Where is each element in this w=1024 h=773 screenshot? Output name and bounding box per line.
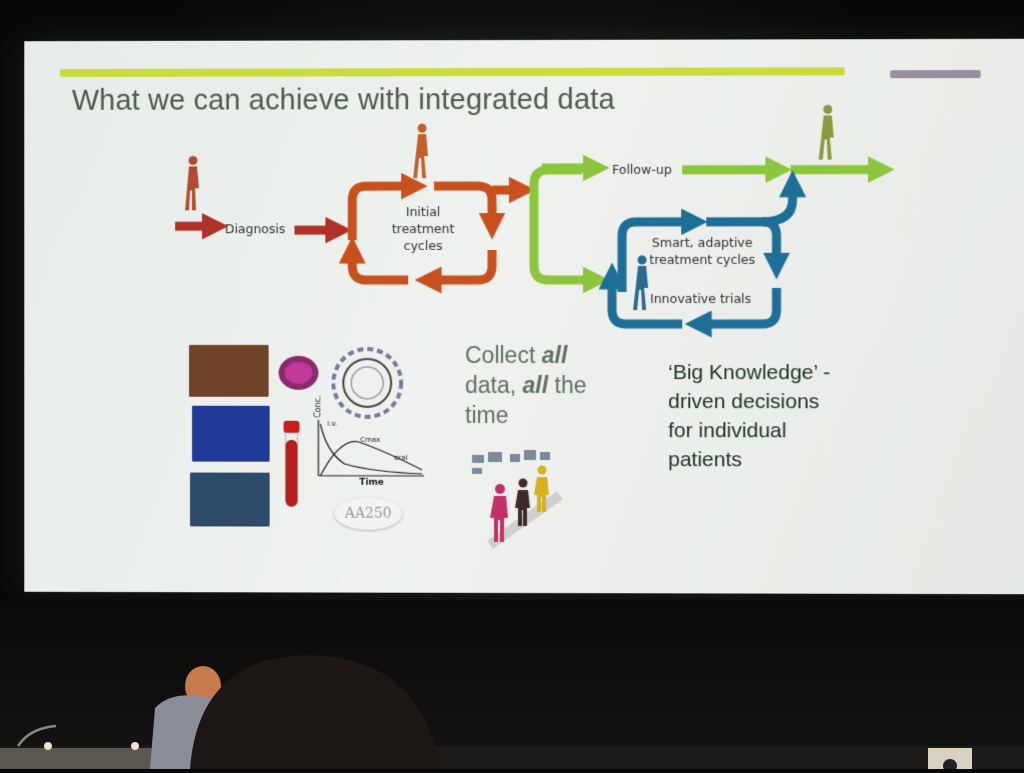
blood-sample-tube xyxy=(284,421,300,507)
patient-silhouettes xyxy=(472,450,560,545)
ct-scan-image xyxy=(189,345,269,397)
projection-screen: What we can achieve with integrated data xyxy=(24,39,1024,594)
pill-tablet: AA250 xyxy=(334,498,402,530)
initial-treatment-label: Initial treatment cycles xyxy=(374,203,472,254)
pk-iv-label: i.v. xyxy=(327,420,337,428)
audience-silhouettes xyxy=(0,600,1024,769)
pet-scan-image xyxy=(192,406,270,462)
follow-up-label: Follow-up xyxy=(612,161,672,178)
treatment-flow-diagram xyxy=(24,39,1024,594)
pk-ylabel: Conc. xyxy=(313,395,322,417)
walking-figure-diagnosis xyxy=(185,156,199,210)
audience-area xyxy=(0,600,1024,769)
big-knowledge-text: ‘Big Knowledge’ - driven decisions for i… xyxy=(668,358,889,474)
smart-adaptive-label: Smart, adaptive treatment cycles xyxy=(644,234,760,268)
medical-image-thumbnails xyxy=(279,349,402,417)
walking-figure-outcome xyxy=(819,105,834,160)
collect-data-text: Collect all data, all the time xyxy=(465,340,645,430)
pharmacokinetic-plot xyxy=(318,420,424,476)
pk-oral-label: oral xyxy=(394,454,407,462)
innovative-trials-label: Innovative trials xyxy=(650,290,751,307)
walking-figure-initial xyxy=(413,124,428,178)
pk-cmax-label: Cmax xyxy=(360,436,380,444)
dose-map-image xyxy=(190,473,270,527)
pk-xlabel: Time xyxy=(359,478,384,488)
diagnosis-label: Diagnosis xyxy=(225,220,285,237)
